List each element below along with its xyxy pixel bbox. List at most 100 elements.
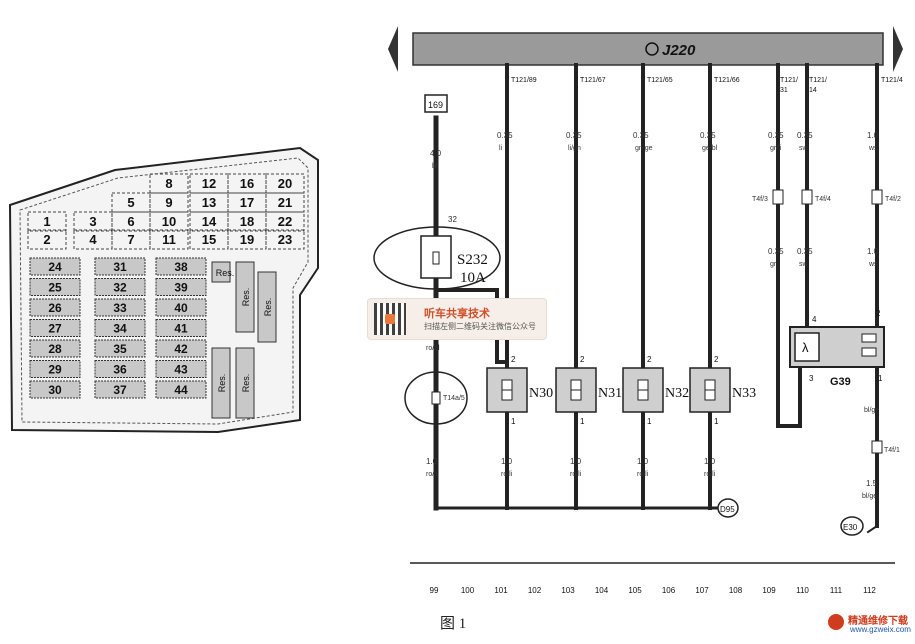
ecu-label: J220: [662, 42, 696, 59]
fuse-s232: S232 10A: [373, 226, 501, 290]
fuse-cell-number: 38: [174, 260, 188, 274]
fuse-number: 20: [278, 176, 292, 191]
fuse-slot: [189, 173, 229, 194]
fuse-cell-number: 41: [174, 322, 188, 336]
svg-text:1: 1: [878, 374, 883, 383]
svg-text:ro/bl: ro/bl: [426, 345, 440, 352]
wire-color: li: [499, 145, 503, 152]
fuse-cell: [155, 380, 207, 399]
wire-color: li/gn: [568, 145, 581, 152]
scale-number: 100: [461, 586, 475, 595]
scale-number: 104: [595, 586, 609, 595]
connector-icon: [871, 189, 883, 205]
fuse-slot: [111, 211, 151, 232]
reserve-slot: [211, 261, 231, 283]
fuse-cell-number: 33: [113, 301, 127, 315]
injector-wire-gauge: 1.0: [704, 457, 716, 466]
injector-pin-bottom: 1: [511, 417, 516, 426]
fuse-number: 18: [240, 214, 254, 229]
lower-wire-color: gr: [770, 261, 777, 268]
fuse-bottom-grid: 2425262728293031323334353637383940414243…: [29, 257, 277, 419]
fuse-cell: [94, 339, 146, 358]
fuse-cell-number: 43: [174, 363, 188, 377]
scale-number: 102: [528, 586, 542, 595]
fuse-cell: [29, 339, 81, 358]
svg-text:10A: 10A: [460, 270, 486, 286]
fuse-cell: [94, 298, 146, 317]
left-connector: T14a/5 ro/bl: [404, 345, 468, 425]
fuse-cell: [29, 360, 81, 378]
injector-wire-color: ro/li: [501, 471, 513, 478]
sensor-lower-color: bl/ge: [862, 493, 877, 500]
fuse-cell-number: 31: [113, 260, 127, 274]
reserve-slot: [211, 347, 231, 419]
fuse-number: 16: [240, 176, 254, 191]
svg-text:1.5: 1.5: [866, 479, 878, 488]
fuse-number: 6: [127, 214, 134, 229]
reserve-slot: [257, 271, 277, 343]
svg-text:4.0: 4.0: [430, 149, 442, 158]
reserve-label: Res.: [217, 374, 227, 393]
fuse-slot: [149, 211, 189, 232]
fuse-cell: [94, 360, 146, 378]
fuse-number: 4: [89, 232, 97, 247]
ecu-j220: J220: [388, 26, 903, 72]
fuse-cell: [155, 360, 207, 378]
injector-wire-gauge: 1.0: [501, 457, 513, 466]
fuse-cell-number: 37: [113, 383, 127, 397]
connector-label: T4f/2: [885, 196, 901, 203]
fuse-number: 23: [278, 232, 292, 247]
scale-number: 109: [762, 586, 776, 595]
connector-label: T4f/4: [815, 196, 831, 203]
fuse-slot: [189, 211, 229, 232]
ecu-left-arrow: [388, 26, 398, 72]
fuse-slot: [27, 211, 67, 232]
connector-icon: [772, 189, 784, 205]
fuse-cell: [29, 278, 81, 296]
fuse-cell: [29, 257, 81, 276]
fuse-number: 8: [165, 176, 172, 191]
fuse-slot: [265, 211, 305, 232]
fuse-number: 1: [43, 214, 50, 229]
fuse-cell-number: 27: [48, 322, 62, 336]
watermark-banner: 听车共享技术 扫描左侧二维码关注微信公众号: [367, 298, 547, 340]
injector-pin-bottom: 1: [714, 417, 719, 426]
fuse-number: 11: [162, 232, 176, 247]
fuse-slot: [111, 192, 151, 213]
fuse-number: 3: [89, 214, 96, 229]
fuse-cell: [155, 278, 207, 296]
fuse-number: 5: [127, 195, 134, 210]
injector-pin-top: 2: [647, 355, 652, 364]
wire-gauge: 0.35: [700, 131, 716, 140]
wire-gauge: 0.35: [497, 131, 513, 140]
fuse-number: 14: [202, 214, 217, 229]
fuse-cell-number: 36: [113, 363, 127, 377]
left-bottom-gauge: 1.0: [426, 457, 438, 466]
fuse-slot: [265, 173, 305, 194]
wire-color: ge/bl: [702, 145, 718, 152]
fuse-number: 21: [278, 195, 292, 210]
injector-label: N30: [529, 386, 553, 401]
terminal-labels: T121/890.35liT121/670.35li/gnT121/650.35…: [497, 77, 903, 152]
fuse-number: 13: [202, 195, 216, 210]
injector-pin-bottom: 1: [580, 417, 585, 426]
lower-wire-color: sw: [799, 261, 809, 268]
wire-color: gn/ge: [635, 145, 653, 152]
reserve-label: Res.: [241, 374, 251, 393]
fuse-number: 2: [43, 232, 50, 247]
svg-text:bl: bl: [432, 163, 438, 170]
fuse-slot: [73, 211, 113, 232]
injector-pin-top: 2: [580, 355, 585, 364]
fuse-cell-number: 44: [174, 383, 188, 397]
wire-gauge: 0.35: [768, 131, 784, 140]
wire-gauge: 0.35: [797, 131, 813, 140]
site-logo-name: 精通维修下载: [848, 616, 908, 627]
ground-d95: D95: [717, 498, 739, 518]
terminal-label: T121/: [780, 77, 798, 84]
sensor-g39: λ G39 4 2 3 1 bl/ge T4f/1 1.5 bl/ge E30: [789, 309, 900, 536]
scale-number: 99: [430, 586, 439, 595]
fuse-cell-number: 25: [48, 281, 62, 295]
fuse-slot: [149, 192, 189, 213]
